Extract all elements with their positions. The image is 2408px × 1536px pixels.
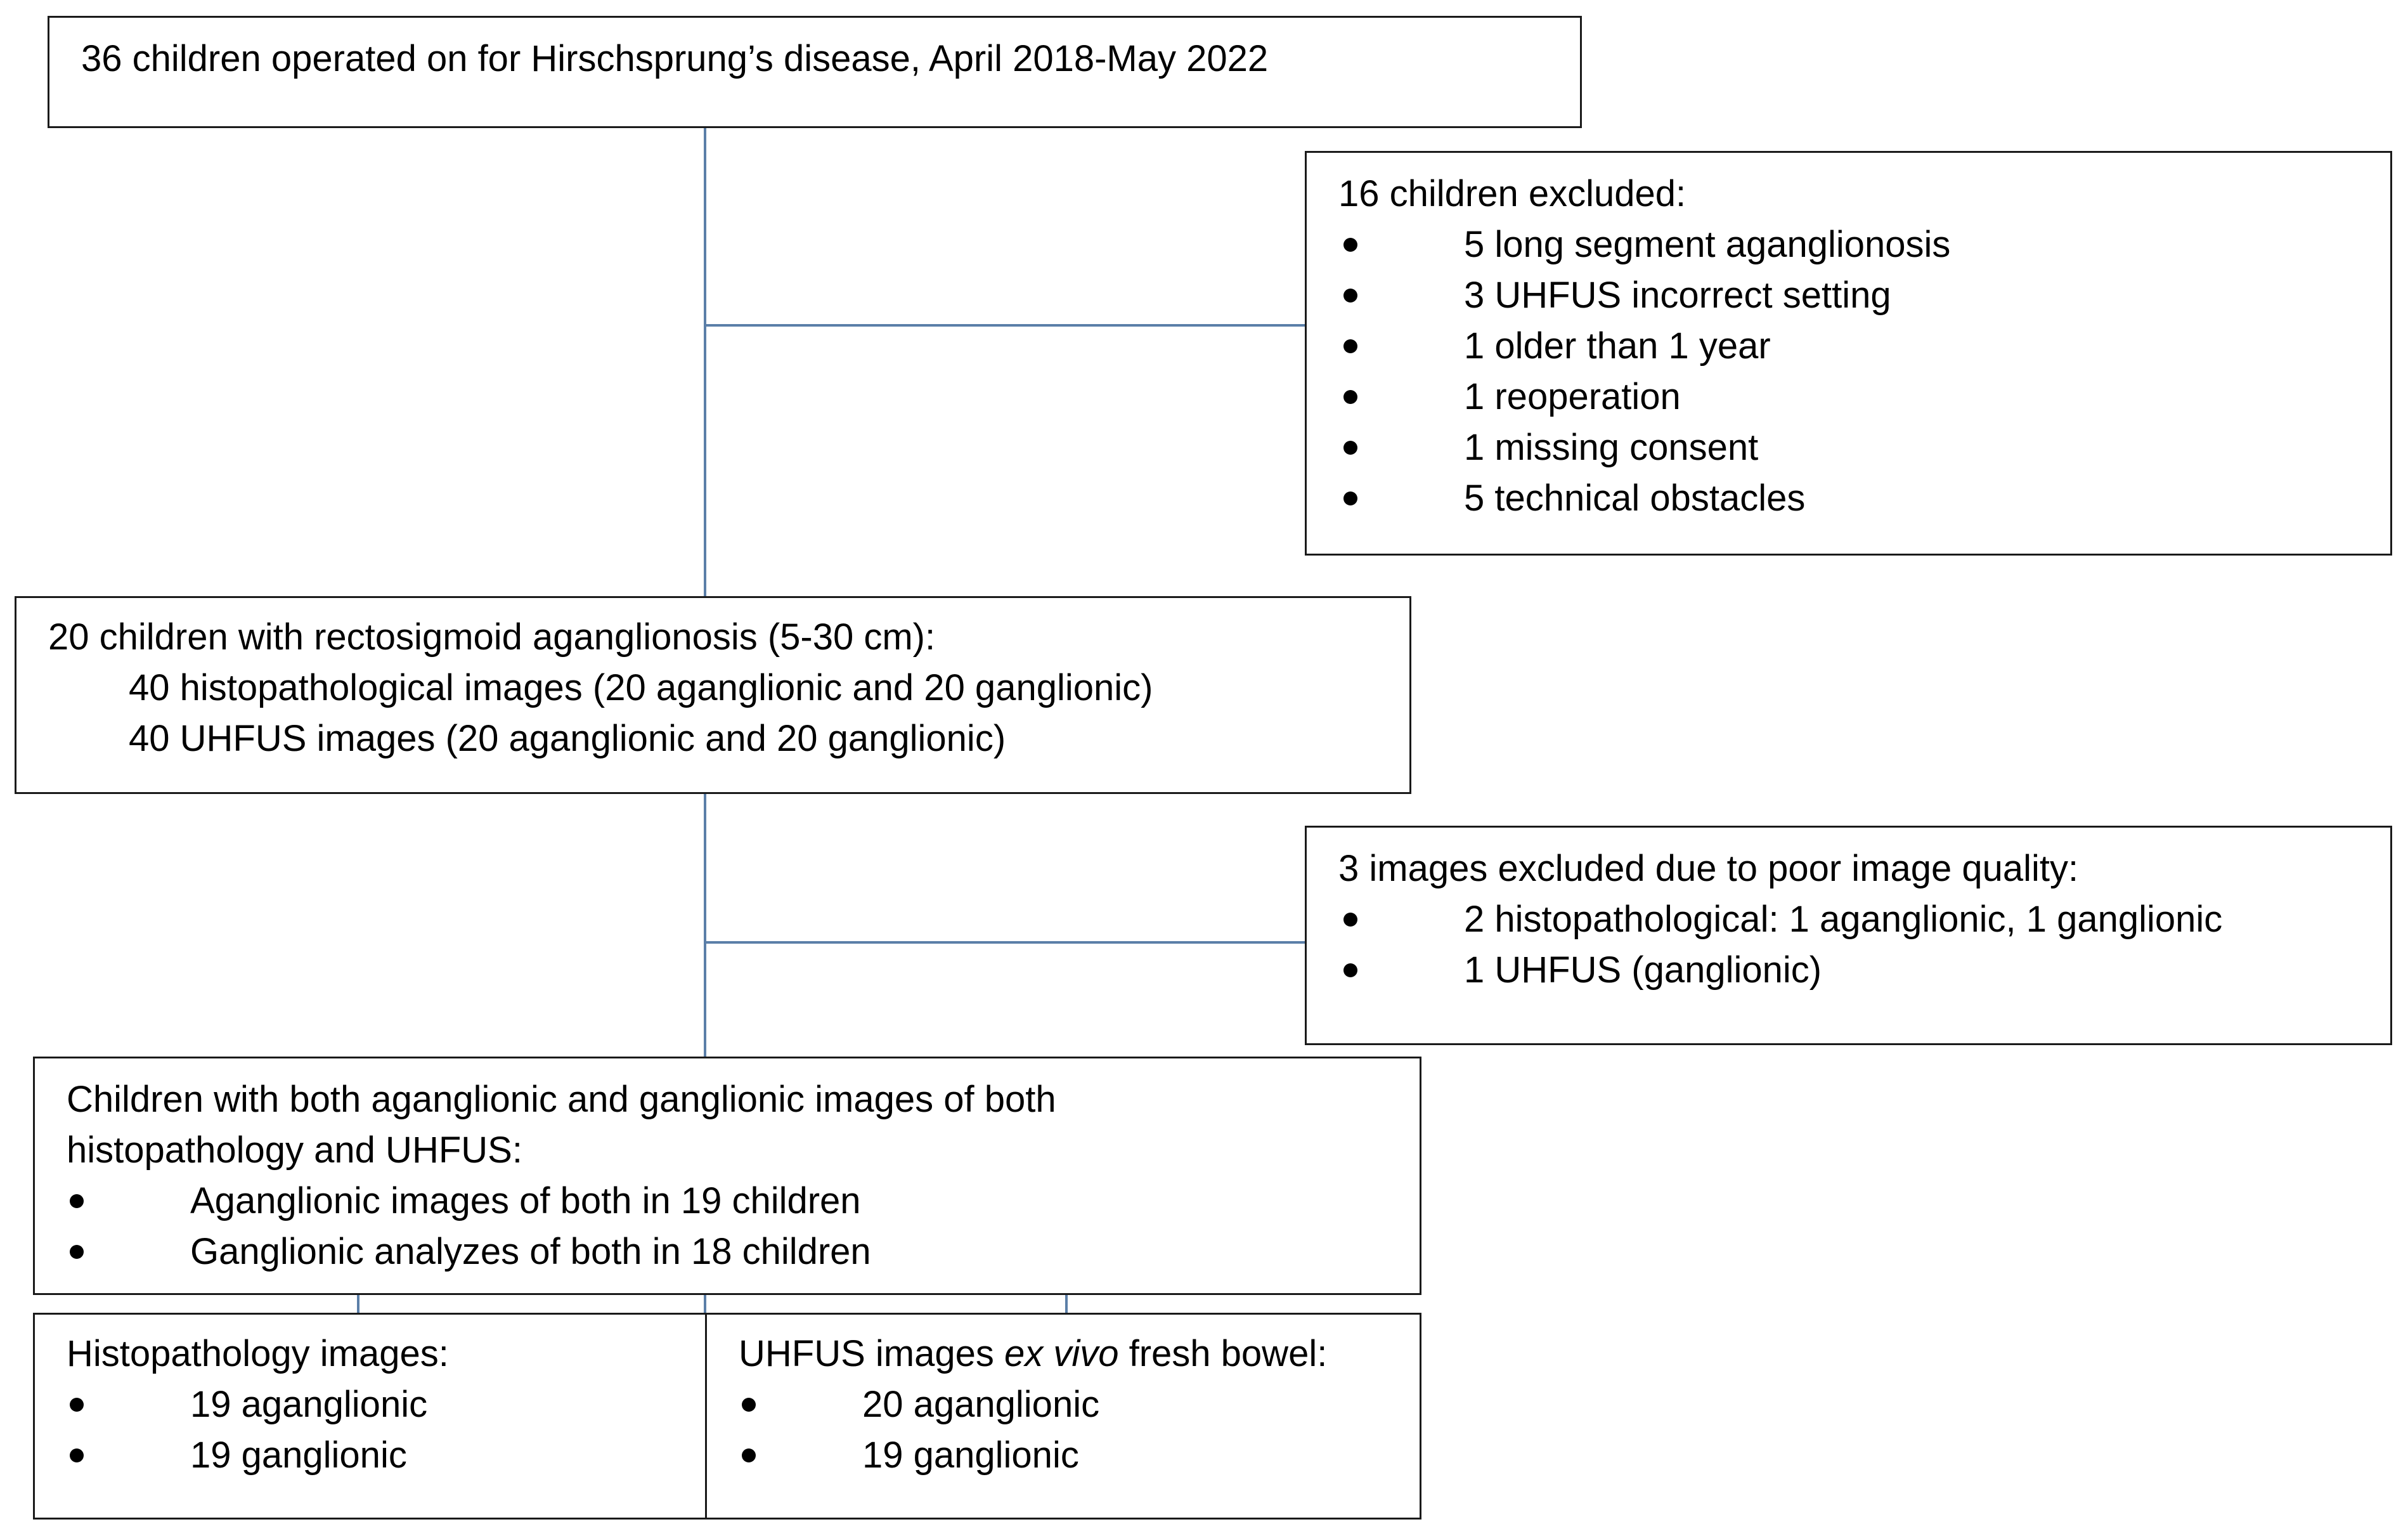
connector-to-exclusion-2 <box>704 941 1306 944</box>
connector-center <box>704 1295 706 1313</box>
connector-to-uhfus <box>1065 1295 1068 1313</box>
rectosigmoid-box: 20 children with rectosigmoid agangliono… <box>15 596 1411 794</box>
histopathology-title: Histopathology images: <box>67 1333 449 1374</box>
exclusion-box-children: 16 children excluded: 5 long segment aga… <box>1305 151 2392 556</box>
bullet-icon <box>70 1245 84 1259</box>
bullet-icon <box>1343 913 1357 927</box>
paired-title-line-2: histopathology and UHFUS: <box>67 1129 522 1171</box>
histopathology-images-box: Histopathology images: 19 aganglionic 19… <box>33 1313 707 1520</box>
bullet-icon <box>1343 491 1357 505</box>
exclusion-title: 16 children excluded: <box>1338 173 1686 214</box>
bullet-icon <box>1343 289 1357 303</box>
enrollment-box: 36 children operated on for Hirschsprung… <box>48 16 1582 128</box>
bullet-icon <box>742 1398 756 1412</box>
bullet-icon <box>70 1194 84 1208</box>
bullet-icon <box>1343 441 1357 455</box>
paired-title-line-1: Children with both aganglionic and gangl… <box>67 1079 1056 1120</box>
paired-images-box: Children with both aganglionic and gangl… <box>33 1057 1421 1295</box>
bullet-icon <box>70 1448 84 1462</box>
image-exclusion-title: 3 images excluded due to poor image qual… <box>1338 848 2079 889</box>
bullet-icon <box>742 1448 756 1462</box>
bullet-icon <box>70 1398 84 1412</box>
connector-to-exclusion-1 <box>704 324 1306 327</box>
connector-main-1 <box>704 127 706 596</box>
histopathological-images-line: 40 histopathological images (20 aganglio… <box>129 667 1153 708</box>
exclusion-box-images: 3 images excluded due to poor image qual… <box>1305 826 2392 1045</box>
bullet-icon <box>1343 339 1357 353</box>
bullet-icon <box>1343 963 1357 977</box>
uhfus-images-box: UHFUS images ex vivo fresh bowel: 20 aga… <box>705 1313 1421 1520</box>
connector-to-histopathology <box>357 1295 359 1313</box>
rectosigmoid-title: 20 children with rectosigmoid agangliono… <box>48 616 936 658</box>
enrollment-text: 36 children operated on for Hirschsprung… <box>81 38 1269 79</box>
uhfus-title: UHFUS images ex vivo fresh bowel: <box>739 1333 1328 1374</box>
connector-main-2 <box>704 794 706 1057</box>
bullet-icon <box>1343 238 1357 252</box>
bullet-icon <box>1343 390 1357 404</box>
uhfus-images-line: 40 UHFUS images (20 aganglionic and 20 g… <box>129 718 1006 759</box>
